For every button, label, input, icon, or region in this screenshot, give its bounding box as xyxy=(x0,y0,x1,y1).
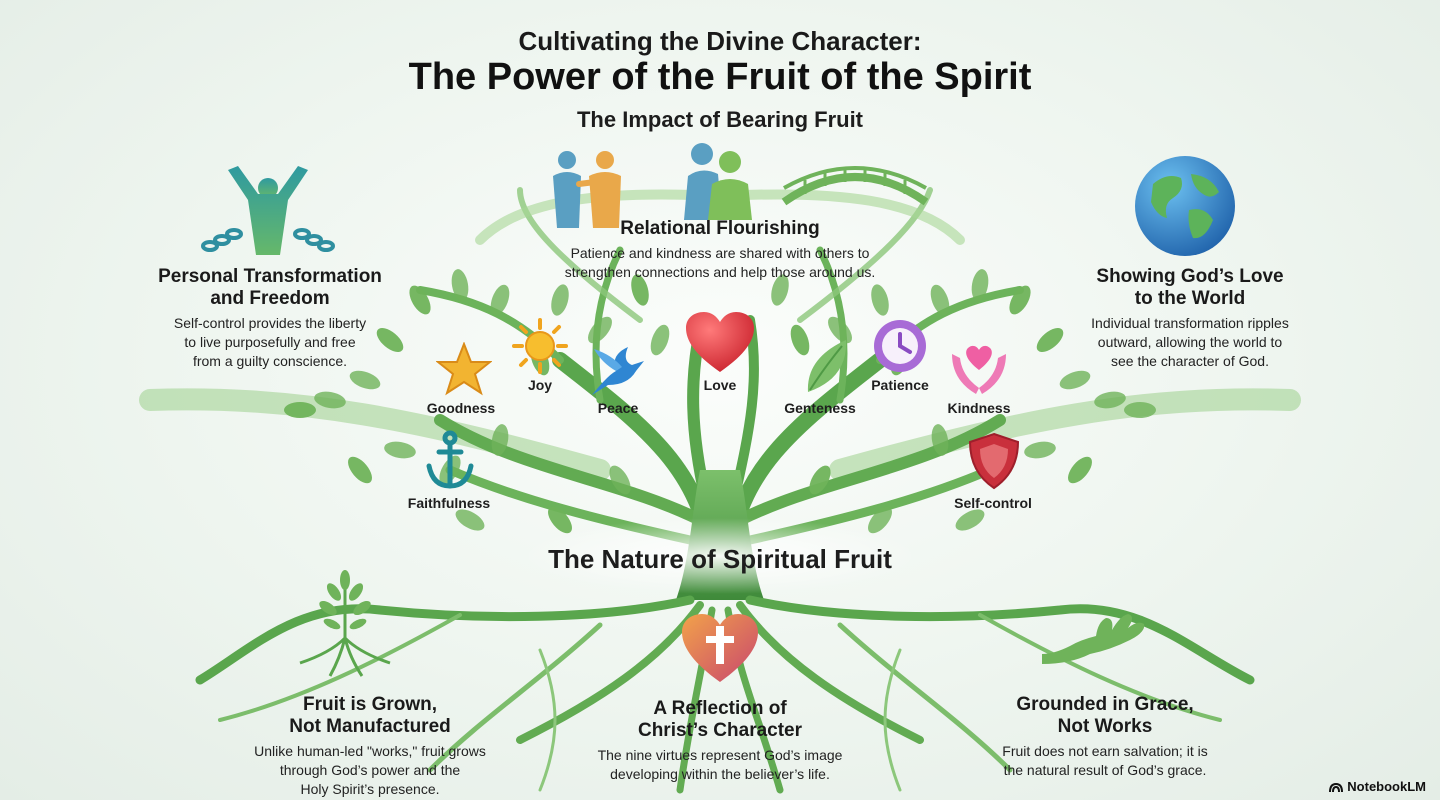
leaf xyxy=(588,316,612,344)
personal-body-line1: Self-control provides the liberty xyxy=(173,315,367,331)
cross-heart-icon xyxy=(682,614,758,682)
world-body-line2: outward, allowing the world to xyxy=(1097,334,1283,350)
virtue-kindness: Kindness xyxy=(947,400,1011,416)
personal-title-line1: Personal Transformation xyxy=(158,266,382,287)
sun-icon xyxy=(512,318,568,374)
leaf xyxy=(931,424,949,456)
impact-heading: The Impact of Bearing Fruit xyxy=(576,107,864,132)
fruit-grown-block: Fruit is Grown, Not Manufactured Unlike … xyxy=(230,694,510,799)
relational-block: Relational Flourishing Patience and kind… xyxy=(520,218,920,282)
notebooklm-logo-icon xyxy=(1329,782,1344,792)
leaf xyxy=(868,506,892,534)
virtue-joy: Joy xyxy=(527,377,553,393)
shield-icon xyxy=(968,432,1020,490)
brand-label: NotebookLM xyxy=(1347,779,1426,794)
bridge-icon xyxy=(781,166,929,206)
brand-watermark: NotebookLM xyxy=(1329,779,1426,794)
relational-title: Relational Flourishing xyxy=(620,218,820,239)
embrace-icon xyxy=(684,143,752,220)
hands-heart-icon xyxy=(952,345,1006,394)
people-icon xyxy=(553,151,621,228)
leaf xyxy=(451,269,469,301)
world-block: Showing God’s Love to the World Individu… xyxy=(1060,266,1320,371)
reflection-body-line2: developing within the believer’s life. xyxy=(610,766,830,782)
freedom-figure-icon xyxy=(201,166,335,255)
leaf xyxy=(384,441,416,459)
personal-body-line2: to live purposefully and free xyxy=(184,334,356,350)
relational-body-line2: strengthen connections and help those ar… xyxy=(564,264,876,280)
leaf xyxy=(551,284,569,316)
leaf xyxy=(376,328,404,352)
leaf xyxy=(609,465,631,495)
leaf xyxy=(1124,402,1156,418)
nature-heading: The Nature of Spiritual Fruit xyxy=(548,544,892,574)
leaf xyxy=(1068,456,1092,484)
leaf xyxy=(490,284,510,316)
leaf xyxy=(409,285,431,315)
virtue-goodness: Goodness xyxy=(426,400,496,416)
leaf xyxy=(284,402,316,418)
virtue-peace: Peace xyxy=(597,400,639,416)
leaf xyxy=(1009,285,1031,315)
leaf xyxy=(348,456,372,484)
leaf xyxy=(631,274,649,306)
grace-title-line2: Not Works xyxy=(1057,716,1153,737)
leaf xyxy=(548,506,572,534)
grown-body-line2: through God’s power and the xyxy=(279,762,461,778)
leaf xyxy=(455,509,485,531)
world-title-line2: to the World xyxy=(1134,288,1246,309)
leaf xyxy=(349,370,381,390)
leaf xyxy=(871,284,889,316)
virtue-gentleness: Genteness xyxy=(784,400,856,416)
anchor-icon xyxy=(426,430,474,489)
star-icon xyxy=(436,342,492,396)
grace-block: Grounded in Grace, Not Works Fruit does … xyxy=(975,694,1235,780)
grown-body-line3: Holy Spirit’s presence. xyxy=(300,781,440,797)
personal-body-line3: from a guilty conscience. xyxy=(192,353,348,369)
leaf xyxy=(771,274,789,306)
reflection-title-line1: A Reflection of xyxy=(653,698,787,719)
virtue-faithfulness: Faithfulness xyxy=(407,495,491,511)
leaf xyxy=(1024,441,1056,459)
clock-icon xyxy=(874,320,926,372)
reflection-block: A Reflection of Christ’s Character The n… xyxy=(570,698,870,784)
dove-icon xyxy=(592,347,644,395)
heart-icon xyxy=(686,312,754,372)
grown-body-line1: Unlike human-led "works," fruit grows xyxy=(254,743,486,759)
virtue-self-control: Self-control xyxy=(954,495,1032,511)
open-hand-icon xyxy=(1042,614,1145,664)
sprout-icon xyxy=(299,570,391,677)
personal-title-line2: and Freedom xyxy=(210,288,330,309)
leaf xyxy=(491,424,509,456)
leaf xyxy=(314,391,346,409)
virtue-patience: Patience xyxy=(871,377,929,393)
grown-title-line2: Not Manufactured xyxy=(289,716,451,737)
reflection-title-line2: Christ’s Character xyxy=(637,720,803,741)
world-body-line3: see the character of God. xyxy=(1111,353,1269,369)
grace-body-line2: the natural result of God’s grace. xyxy=(1003,762,1207,778)
page-title: The Power of the Fruit of the Spirit xyxy=(408,56,1032,98)
leaf xyxy=(809,465,831,495)
page-subtitle: Cultivating the Divine Character: xyxy=(518,26,922,56)
leaf xyxy=(1036,328,1064,352)
leaf xyxy=(650,324,670,356)
leaf xyxy=(955,509,985,531)
grace-title-line1: Grounded in Grace, xyxy=(1016,694,1194,715)
reflection-body-line1: The nine virtues represent God’s image xyxy=(597,747,843,763)
leaf xyxy=(1094,391,1126,409)
leaf xyxy=(790,324,810,356)
world-body-line1: Individual transformation ripples xyxy=(1091,315,1289,331)
leaf xyxy=(971,269,989,301)
grace-body-line1: Fruit does not earn salvation; it is xyxy=(1002,743,1208,759)
world-title-line1: Showing God’s Love xyxy=(1096,266,1284,287)
grown-title-line1: Fruit is Grown, xyxy=(302,694,438,715)
leaf xyxy=(930,284,950,316)
leaf xyxy=(828,316,852,344)
leaf-icon xyxy=(807,340,847,392)
personal-transformation-block: Personal Transformation and Freedom Self… xyxy=(140,266,400,371)
leaf xyxy=(1059,370,1091,390)
globe-icon xyxy=(1135,156,1235,256)
relational-body-line1: Patience and kindness are shared with ot… xyxy=(570,245,870,261)
virtue-love: Love xyxy=(703,377,737,393)
